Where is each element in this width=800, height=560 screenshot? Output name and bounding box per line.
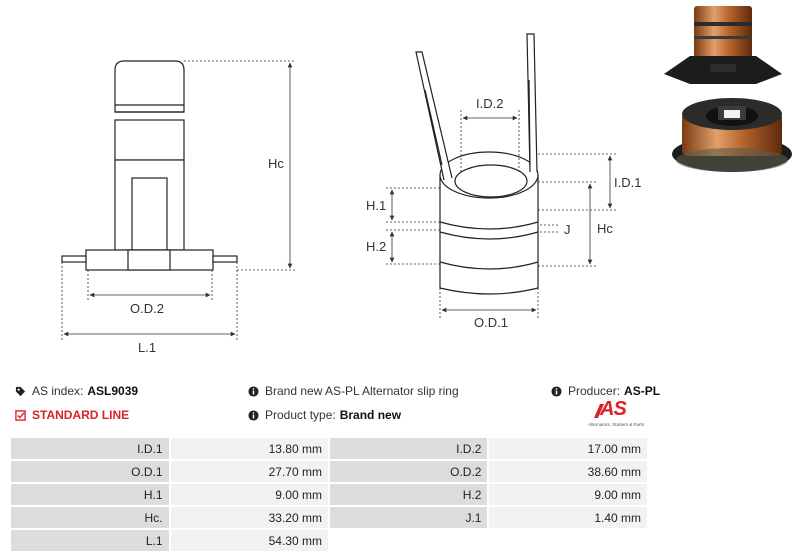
info-icon (248, 409, 259, 421)
checkbox-icon (15, 409, 26, 421)
producer-label: Producer: (568, 384, 621, 398)
table-row: H.1 9.00 mm H.2 9.00 mm (11, 484, 647, 505)
product-photo-side (660, 0, 800, 92)
specs-table: I.D.1 13.80 mm I.D.2 17.00 mm O.D.1 27.7… (9, 436, 649, 553)
table-row: I.D.1 13.80 mm I.D.2 17.00 mm (11, 438, 647, 459)
spec-value: 33.20 mm (170, 507, 328, 528)
logo-main-text: AS (600, 398, 627, 420)
dim-label-hc-right: Hc (597, 221, 613, 236)
spec-label: H.2 (329, 484, 488, 505)
spec-value: 38.60 mm (489, 461, 647, 482)
table-row: Hc. 33.20 mm J.1 1.40 mm (11, 507, 647, 528)
empty-cell (329, 530, 488, 551)
as-pl-logo: AS Alternators, Starters & Parts (588, 398, 652, 430)
product-photo-bottom (660, 92, 800, 197)
standard-line-label: STANDARD LINE (32, 408, 130, 422)
dim-label-od1: O.D.1 (474, 315, 508, 330)
spec-value: 13.80 mm (170, 438, 328, 459)
spec-label: J.1 (329, 507, 488, 528)
producer-value: AS-PL (624, 384, 661, 398)
spec-value: 1.40 mm (489, 507, 647, 528)
producer-row: Producer: AS-PL (551, 384, 660, 398)
spec-value: 54.30 mm (170, 530, 328, 551)
description-text: Brand new AS-PL Alternator slip ring (265, 384, 459, 398)
as-index-row: AS index: ASL9039 (15, 384, 138, 398)
spec-label: I.D.2 (329, 438, 488, 459)
spec-value: 27.70 mm (170, 461, 328, 482)
dim-label-id1: I.D.1 (614, 175, 641, 190)
dim-label-hc-left: Hc (268, 156, 284, 171)
dim-label-h1: H.1 (366, 198, 386, 213)
spec-label: Hc. (11, 507, 169, 528)
as-index-value: ASL9039 (87, 384, 139, 398)
dim-label-od2: O.D.2 (130, 301, 164, 316)
spec-label: L.1 (11, 530, 169, 551)
spec-label: H.1 (11, 484, 169, 505)
product-type-label: Product type: (265, 408, 336, 422)
empty-cell (489, 530, 647, 551)
table-row: L.1 54.30 mm (11, 530, 647, 551)
info-icon (551, 385, 562, 397)
spec-label: O.D.2 (329, 461, 488, 482)
standard-line-row: STANDARD LINE (15, 408, 129, 422)
isometric-view-drawing (415, 33, 539, 295)
table-row: O.D.1 27.70 mm O.D.2 38.60 mm (11, 461, 647, 482)
dim-label-j: J (564, 222, 571, 237)
spec-value: 9.00 mm (489, 484, 647, 505)
as-index-label: AS index: (32, 384, 84, 398)
dim-label-id2: I.D.2 (476, 96, 503, 111)
tag-icon (15, 386, 26, 396)
spec-label: O.D.1 (11, 461, 169, 482)
info-icon (248, 385, 259, 397)
logo-sub-text: Alternators, Starters & Parts (588, 422, 645, 427)
product-type-value: Brand new (339, 408, 402, 422)
side-view-drawing (61, 60, 238, 271)
spec-label: I.D.1 (11, 438, 169, 459)
dim-label-l1: L.1 (138, 340, 156, 355)
spec-value: 9.00 mm (170, 484, 328, 505)
description-row: Brand new AS-PL Alternator slip ring (248, 384, 459, 398)
dim-label-h2: H.2 (366, 239, 386, 254)
technical-drawing: Hc O.D.2 L.1 (61, 33, 641, 355)
spec-value: 17.00 mm (489, 438, 647, 459)
product-type-row: Product type: Brand new (248, 408, 401, 422)
